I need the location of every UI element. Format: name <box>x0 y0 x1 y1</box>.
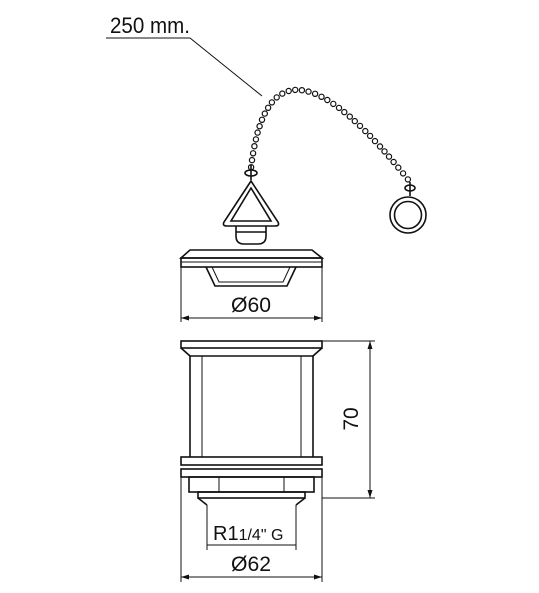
bead-chain <box>247 86 412 183</box>
chain-bead <box>305 88 312 95</box>
chain-bead <box>351 117 358 125</box>
thread-fraction-label: 1/4" G <box>239 527 284 544</box>
chain-bead <box>279 90 286 97</box>
chain-bead <box>254 129 261 136</box>
chain-bead <box>385 153 393 160</box>
chain-clip-left <box>244 165 258 180</box>
waste-body <box>180 340 323 506</box>
chain-bead <box>249 150 257 157</box>
thread-label: R1 <box>213 523 239 545</box>
chain-length-label: 250 mm. <box>110 13 190 38</box>
chain-bead <box>399 170 407 177</box>
chain-bead <box>252 136 260 143</box>
chain-bead <box>381 148 388 155</box>
chain-bead <box>404 176 412 183</box>
chain-bead <box>330 100 337 108</box>
plug-diameter-dimension: Ø60 <box>180 267 323 322</box>
plug-stopper <box>178 249 325 287</box>
chain-bead <box>324 96 331 104</box>
chain-bead <box>362 127 369 135</box>
chain-bead <box>261 110 268 117</box>
chain-bead <box>251 142 258 150</box>
height-label: 70 <box>340 407 363 430</box>
chain-bead <box>341 108 348 116</box>
pull-ring-icon <box>389 196 427 234</box>
chain-bead <box>395 164 402 171</box>
chain-bead <box>268 99 276 106</box>
plug-hanger <box>222 179 280 245</box>
thread-dimension: R11/4" G <box>206 505 297 550</box>
chain-bead <box>256 122 263 130</box>
chain-bead <box>285 87 292 95</box>
chain-bead <box>390 158 397 166</box>
body-diameter-label: Ø62 <box>231 553 271 576</box>
chain-bead <box>371 137 379 145</box>
chain-bead <box>366 132 374 140</box>
plug-diameter-label: Ø60 <box>231 294 271 317</box>
chain-bead <box>264 104 272 112</box>
chain-bead <box>298 86 306 94</box>
svg-text:R11/4" G: R11/4" G <box>213 523 283 545</box>
chain-bead <box>356 122 364 130</box>
chain-bead <box>376 143 384 150</box>
chain-bead <box>258 116 266 124</box>
chain-bead <box>335 104 343 112</box>
chain-bead <box>346 113 353 120</box>
chain-bead <box>318 93 325 101</box>
pull-ring-assembly <box>389 182 427 234</box>
height-dimension: 70 <box>322 340 375 499</box>
chain-bead <box>273 94 280 101</box>
chain-bead <box>292 86 299 94</box>
body-diameter-dimension: Ø62 <box>180 477 323 582</box>
chain-length-callout: 250 mm. <box>106 13 263 97</box>
chain-bead <box>311 90 319 98</box>
chain-leader-line <box>189 37 263 97</box>
chain-bead <box>248 156 256 164</box>
